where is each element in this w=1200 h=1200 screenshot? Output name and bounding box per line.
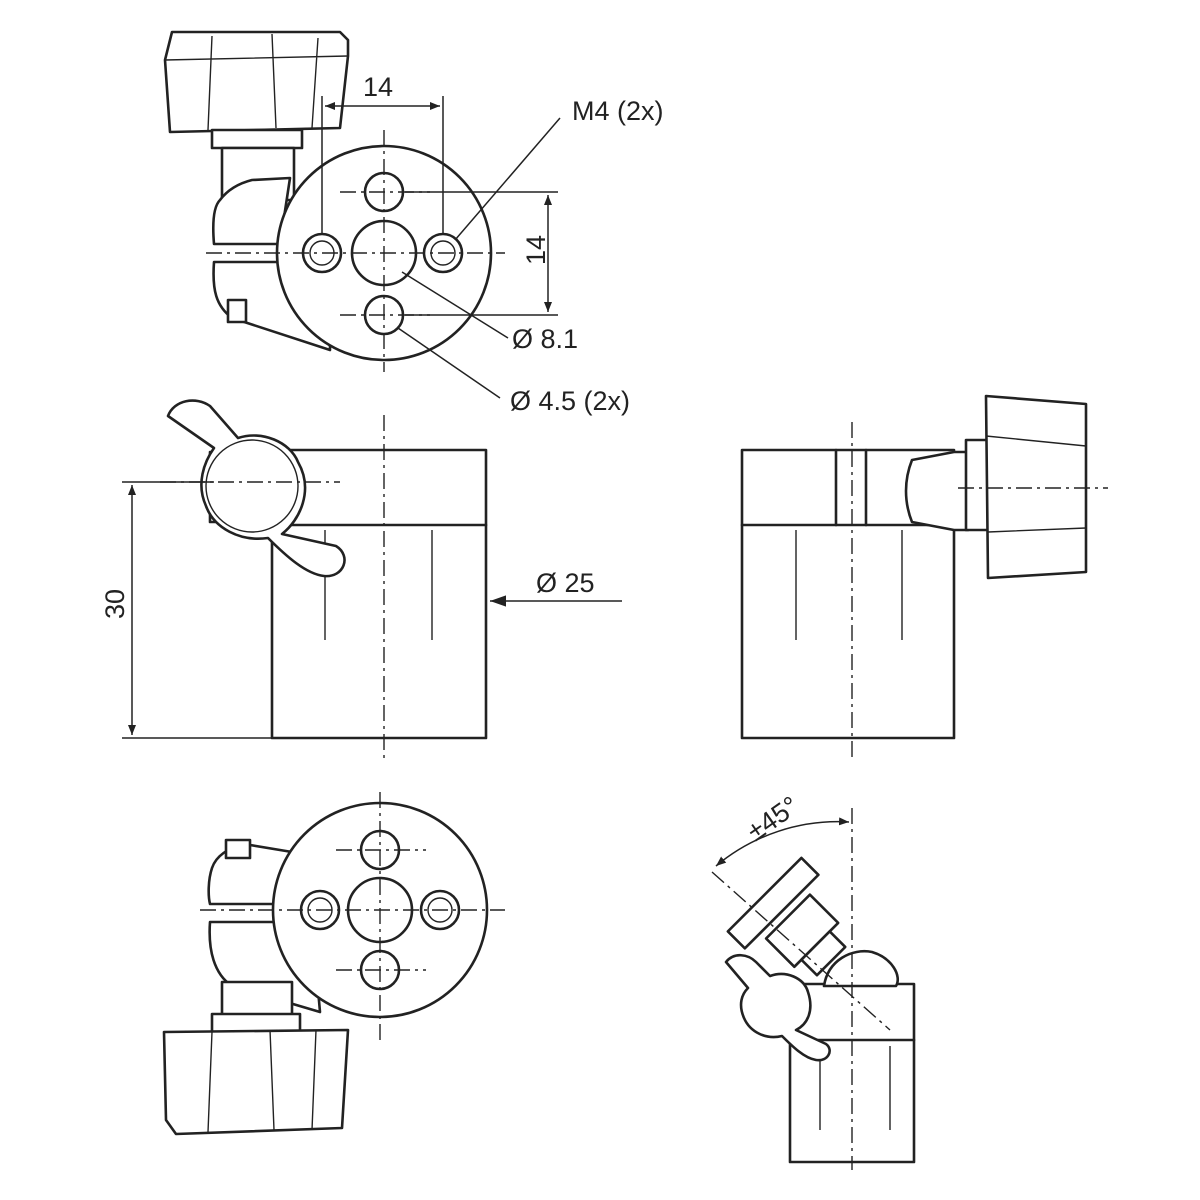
dim-body-height: 30 (100, 589, 130, 619)
swivel-dimension: ±45° (715, 790, 850, 867)
dim-thread: M4 (2x) (572, 96, 664, 126)
dim-center-bore: Ø 8.1 (512, 324, 578, 354)
front-view (160, 399, 488, 758)
front-view-dimensions: 30 Ø 25 (100, 481, 622, 739)
side-view (740, 394, 1108, 762)
dim-through-holes: Ø 4.5 (2x) (510, 386, 630, 416)
dim-swivel-angle: ±45° (741, 790, 804, 846)
dim-hole-spacing-horizontal: 14 (363, 72, 393, 102)
top-view-dimensions: 14 14 M4 (2x) Ø 8.1 Ø 4.5 (2x) (321, 72, 664, 416)
bottom-view (162, 792, 505, 1136)
top-view (163, 30, 505, 372)
swivel-view (711, 808, 916, 1170)
dim-hole-spacing-vertical: 14 (521, 235, 551, 265)
dim-body-diameter: Ø 25 (536, 568, 595, 598)
